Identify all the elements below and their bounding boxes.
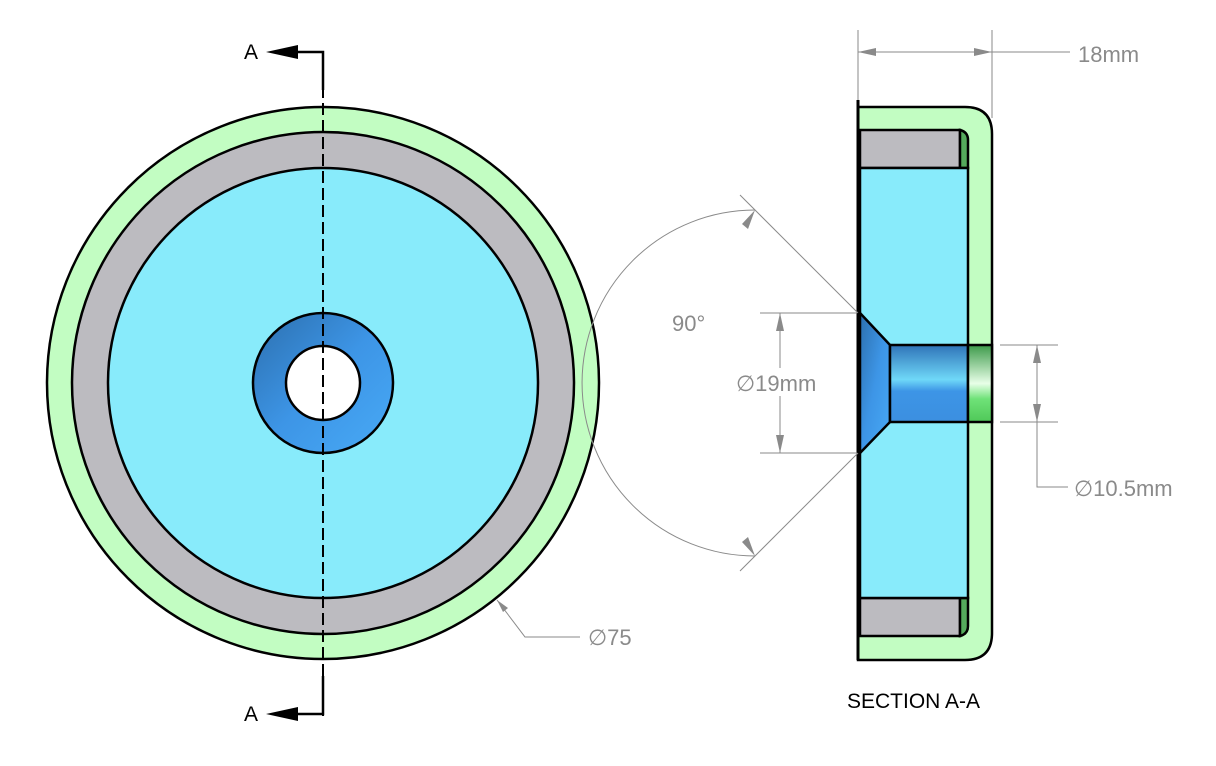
hole-dim: ∅10.5mm xyxy=(1074,476,1173,501)
countersink-dim: ∅19mm xyxy=(736,371,816,396)
section-bore xyxy=(888,343,970,424)
section-view: 18mm ∅19mm ∅10.5mm 90° SECTION A-A xyxy=(581,30,1173,713)
front-view: A A ∅75 xyxy=(45,41,632,726)
section-letter-top: A xyxy=(244,41,258,64)
section-magnet-top xyxy=(858,128,962,170)
arrow-top-icon xyxy=(266,45,298,59)
outer-diameter-dim: ∅75 xyxy=(588,625,632,650)
section-letter-bottom: A xyxy=(244,703,258,726)
angle-dim: 90° xyxy=(672,311,705,336)
section-magnet-bottom xyxy=(858,596,962,638)
section-title: SECTION A-A xyxy=(847,690,980,713)
arrow-bottom-icon xyxy=(266,707,298,721)
width-dim: 18mm xyxy=(1078,42,1139,67)
